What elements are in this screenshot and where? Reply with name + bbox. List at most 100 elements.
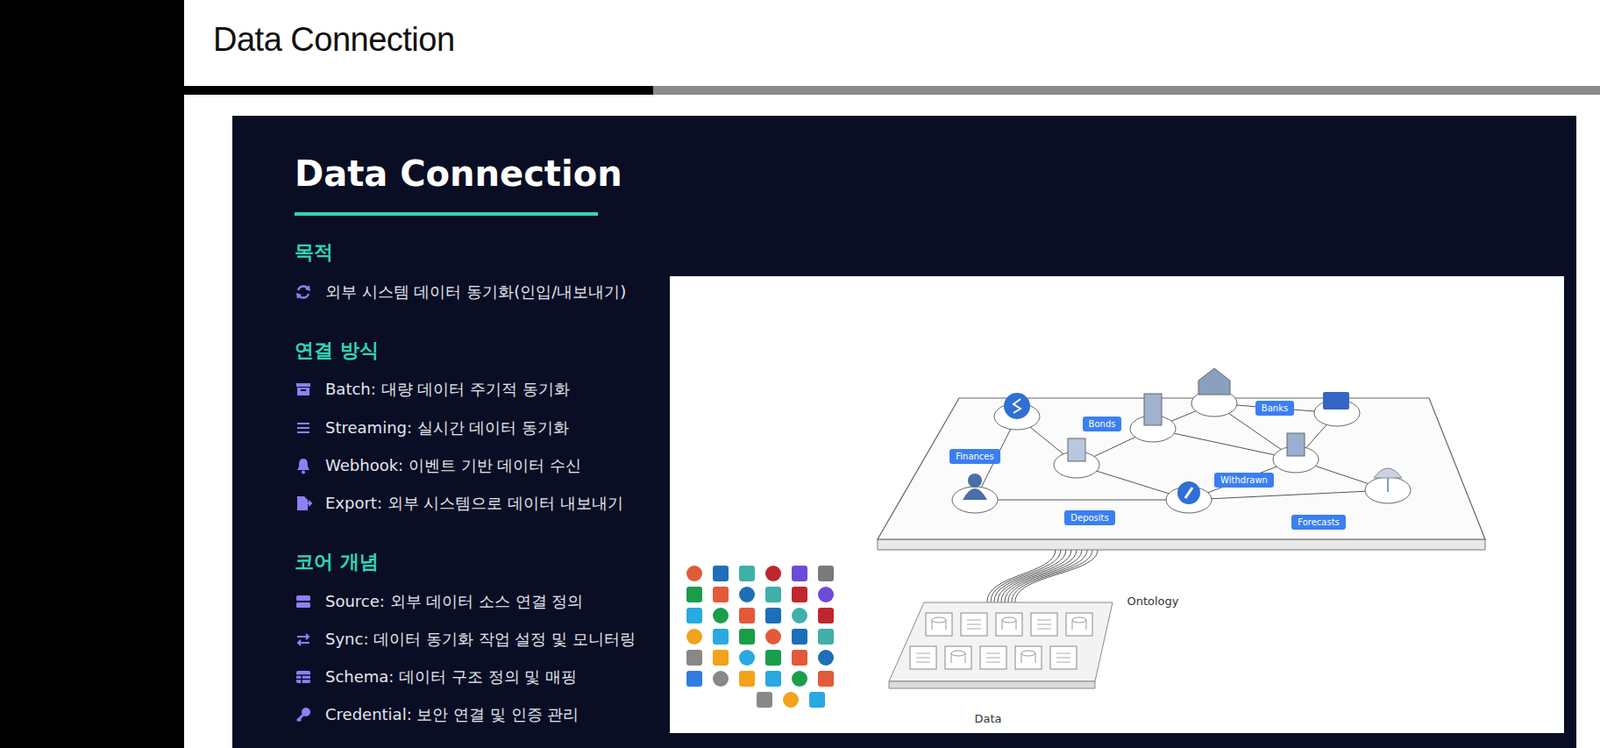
ontology-link bbox=[1188, 490, 1388, 500]
umbrella-icon bbox=[1386, 477, 1389, 492]
item-icon bbox=[293, 455, 313, 476]
vendor-logo bbox=[765, 628, 782, 645]
data-source-tile bbox=[945, 646, 972, 669]
db-glyph bbox=[1072, 617, 1087, 623]
table-glyph bbox=[1037, 619, 1052, 621]
item-icon bbox=[293, 667, 313, 687]
vendor-logo bbox=[765, 586, 782, 603]
vendor-logo bbox=[817, 670, 834, 687]
vendor-logo bbox=[712, 649, 729, 666]
object-type-pill: Forecasts bbox=[1291, 514, 1346, 530]
object-node bbox=[952, 486, 998, 513]
table-glyph bbox=[1037, 628, 1052, 630]
house-icon bbox=[1198, 368, 1231, 395]
building-icon bbox=[1067, 438, 1086, 462]
object-type-pill: Withdrawn bbox=[1214, 472, 1274, 488]
vendor-logo bbox=[739, 565, 755, 582]
path bbox=[297, 458, 310, 470]
item-icon bbox=[293, 379, 313, 399]
data-slab bbox=[888, 602, 1113, 682]
header-bar-grey bbox=[653, 85, 1600, 95]
dollar-icon bbox=[1003, 392, 1031, 420]
vendor-logo bbox=[765, 670, 782, 687]
path bbox=[297, 633, 310, 646]
rect bbox=[297, 387, 310, 396]
slide-title: Data Connection bbox=[213, 21, 456, 59]
object-node bbox=[1365, 476, 1411, 504]
item-icon bbox=[293, 591, 313, 612]
item-icon bbox=[293, 282, 313, 302]
object-type-pill: Deposits bbox=[1064, 510, 1115, 526]
table-glyph bbox=[967, 624, 982, 626]
vendor-logo bbox=[686, 628, 703, 645]
data-source-tile bbox=[925, 612, 953, 636]
path bbox=[297, 714, 304, 721]
vendor-logo bbox=[765, 649, 782, 666]
db-glyph bbox=[1021, 650, 1036, 656]
layer-label: Data bbox=[974, 711, 1002, 726]
db-glyph bbox=[1072, 619, 1087, 630]
vendor-logo bbox=[739, 628, 755, 645]
vendor-logo bbox=[791, 670, 808, 687]
rect bbox=[296, 670, 311, 683]
vendor-logo bbox=[817, 586, 834, 603]
object-type-pill: Bonds bbox=[1082, 416, 1123, 432]
title-underline bbox=[294, 212, 598, 216]
rect bbox=[297, 426, 310, 429]
vendor-logo bbox=[686, 586, 703, 603]
list-item: Streaming: 실시간 데이터 동기화 bbox=[325, 418, 569, 438]
vendor-logo bbox=[686, 607, 703, 624]
item-icon bbox=[293, 629, 313, 649]
pill-label: Banks bbox=[1261, 402, 1288, 414]
rect bbox=[296, 595, 311, 601]
vendor-logo bbox=[756, 691, 773, 708]
table-glyph bbox=[986, 657, 1001, 659]
platform-edge bbox=[877, 539, 1486, 550]
panel-title: Data Connection bbox=[294, 152, 623, 195]
vendor-logo bbox=[782, 691, 799, 708]
dollar-glyph bbox=[1013, 398, 1021, 413]
vendor-logo bbox=[739, 586, 755, 603]
list-item: Credential: 보안 연결 및 인증 관리 bbox=[325, 704, 579, 725]
vendor-logo bbox=[712, 565, 729, 582]
db-glyph bbox=[1021, 653, 1036, 663]
vendor-logo bbox=[817, 565, 834, 582]
list-item: Sync: 데이터 동기화 작업 설정 및 모니터링 bbox=[325, 629, 636, 649]
vendor-logo bbox=[739, 607, 755, 624]
vendor-logo bbox=[686, 565, 703, 582]
db-glyph bbox=[931, 617, 946, 623]
pill-label: Forecasts bbox=[1297, 516, 1340, 528]
swap-icon bbox=[1177, 481, 1201, 505]
person-icon bbox=[967, 473, 982, 488]
rect bbox=[296, 383, 311, 387]
vendor-logo bbox=[791, 586, 808, 603]
path bbox=[296, 675, 311, 683]
object-type-pill: Finances bbox=[949, 448, 1000, 464]
vendor-logo bbox=[712, 628, 729, 645]
table-glyph bbox=[967, 619, 982, 621]
list-item: 외부 시스템 데이터 동기화(인입/내보내기) bbox=[325, 282, 626, 302]
section-heading: 연결 방식 bbox=[294, 339, 379, 363]
db-glyph bbox=[951, 653, 966, 663]
list-item: Webhook: 이벤트 기반 데이터 수신 bbox=[325, 455, 582, 476]
polygon bbox=[305, 284, 311, 292]
vendor-logo bbox=[817, 628, 834, 645]
item-icon bbox=[293, 418, 313, 438]
vendor-logo bbox=[765, 565, 782, 582]
object-type-pill: Banks bbox=[1255, 400, 1295, 416]
vendor-logo bbox=[712, 670, 729, 687]
card-icon bbox=[1322, 391, 1350, 410]
vendor-logo bbox=[765, 607, 782, 624]
layer-label: Ontology bbox=[1126, 594, 1179, 608]
rect bbox=[300, 389, 306, 392]
vendor-logo bbox=[791, 649, 808, 666]
data-source-tile bbox=[910, 646, 937, 669]
vendor-logo bbox=[791, 628, 808, 645]
vendor-logo bbox=[739, 670, 755, 687]
item-icon bbox=[293, 493, 313, 513]
polygon bbox=[296, 292, 302, 299]
illustration-box: OntologyData Finances Bonds BanksWithdrawnD… bbox=[669, 276, 1565, 733]
vendor-logo bbox=[817, 649, 834, 666]
table-glyph bbox=[916, 653, 931, 655]
table-glyph bbox=[986, 661, 1001, 663]
